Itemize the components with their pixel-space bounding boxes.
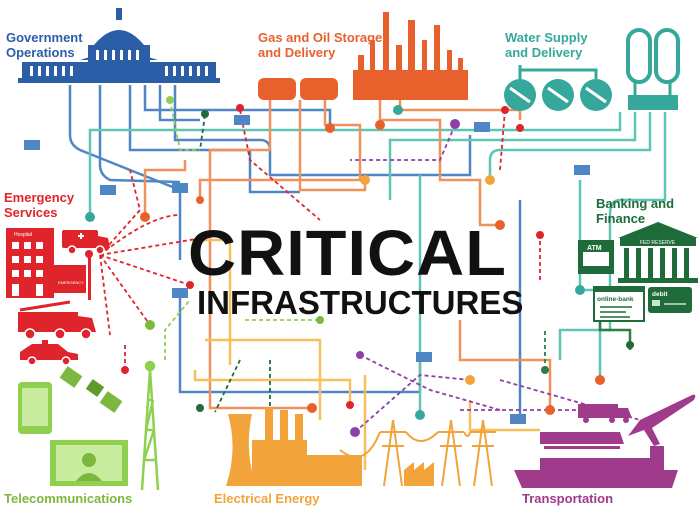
junction-boxes <box>24 115 590 424</box>
government-operations-label: Government Operations <box>6 30 83 60</box>
water-pumps-icon <box>504 28 680 111</box>
debit-label: debit <box>652 291 668 298</box>
airplane-icon <box>628 394 696 446</box>
emergency-sign: EMERGENCY <box>58 280 84 285</box>
hospital-icon: Hospital EMERGENCY <box>6 228 86 298</box>
capitol-building-icon <box>18 8 220 83</box>
title-infrastructures: INFRASTRUCTURES <box>197 284 524 321</box>
title-critical: CRITICAL <box>188 217 507 289</box>
online-bank-icon: online-bank <box>593 286 645 322</box>
connection-nodes <box>85 96 634 437</box>
connection-lines <box>68 85 667 470</box>
electrical-energy-label: Electrical Energy <box>214 491 320 506</box>
transportation-label: Transportation <box>522 491 614 506</box>
siren-tower-icon <box>85 250 93 300</box>
telecommunications-label: Telecommunications <box>4 491 133 506</box>
water-supply-label: Water Supply and Delivery <box>505 30 588 60</box>
radio-tower-icon <box>140 360 160 491</box>
atm-icon: ATM <box>578 240 614 274</box>
cargo-ship-icon <box>514 446 678 488</box>
online-bank-label: online-bank <box>597 296 634 303</box>
television-icon <box>50 440 128 486</box>
truck-icon <box>578 404 632 423</box>
factory-icon <box>404 462 434 486</box>
transmission-towers-icon <box>339 419 496 487</box>
debit-card-icon: debit <box>648 287 692 313</box>
emergency-services-label: Emergency Services <box>4 190 75 220</box>
police-car-icon <box>20 340 78 366</box>
train-icon <box>540 432 624 449</box>
power-plant-icon <box>226 408 362 486</box>
ambulance-icon <box>62 230 110 255</box>
federal-reserve-building-icon: FED RESERVE <box>618 222 698 283</box>
satellite-icon <box>59 366 123 413</box>
gas-oil-label: Gas and Oil Storage and Delivery <box>258 30 383 60</box>
fed-reserve-label: FED RESERVE <box>640 240 676 246</box>
refinery-icon <box>258 12 468 100</box>
hospital-sign: Hospital <box>14 232 32 238</box>
atm-label: ATM <box>587 245 602 252</box>
fire-truck-icon <box>18 300 96 340</box>
mobile-phone-icon <box>18 382 52 434</box>
dashed-connections <box>99 99 641 433</box>
banking-finance-label: Banking and Finance <box>596 196 675 226</box>
